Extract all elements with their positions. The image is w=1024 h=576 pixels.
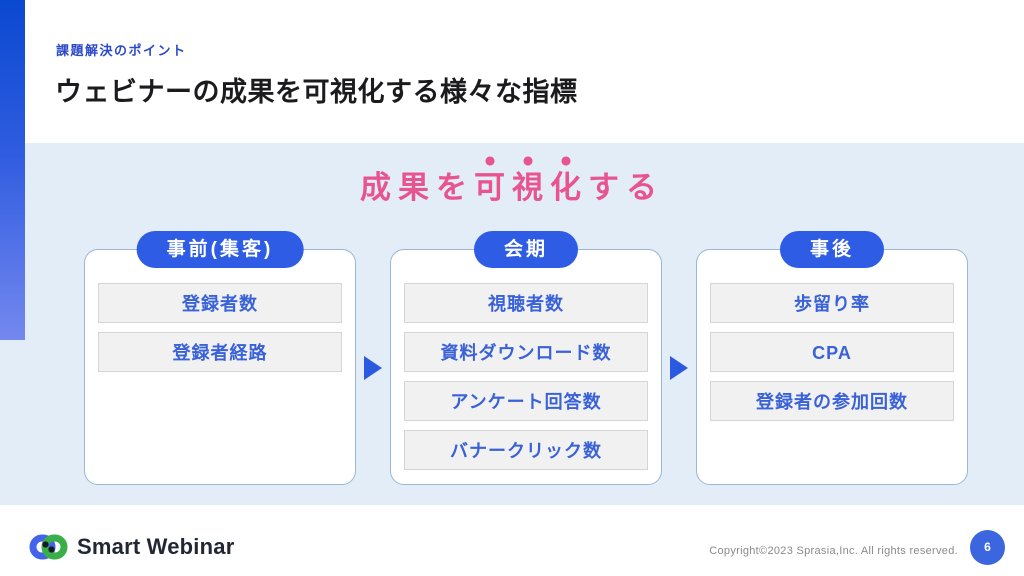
slide-eyebrow: 課題解決のポイント	[56, 43, 187, 58]
column-header-pill: 事前(集客)	[136, 231, 304, 268]
headline-part: する	[588, 170, 664, 205]
metric-box: 資料ダウンロード数	[404, 332, 648, 372]
flow-arrow-icon	[364, 356, 382, 380]
column-header-pill-label: 事後	[809, 239, 855, 260]
metric-box: 歩留り率	[710, 283, 954, 323]
metric-box: 登録者経路	[98, 332, 342, 372]
column-header-pill: 事後	[779, 231, 885, 268]
metric-box: バナークリック数	[404, 430, 648, 470]
column-card: 事後 歩留り率 CPA 登録者の参加回数	[696, 231, 968, 485]
metric-list: 視聴者数資料ダウンロード数アンケート回答数バナークリック数	[390, 249, 662, 485]
copyright-text: Copyright©2023 Sprasia,Inc. All rights r…	[709, 545, 958, 557]
page-title: ウェビナーの成果を可視化する様々な指標	[55, 77, 578, 107]
headline-part: 成果を	[360, 170, 474, 205]
column-header-pill: 会期	[473, 231, 579, 268]
metric-list: 歩留り率 CPA 登録者の参加回数	[696, 249, 968, 485]
column-header-pill-label: 事前(集客)	[166, 239, 274, 260]
flow-arrow-icon	[670, 356, 688, 380]
metric-box: 登録者数	[98, 283, 342, 323]
smart-webinar-logo: Smart Webinar	[28, 531, 234, 563]
column-card: 事前(集客) 登録者数登録者経路	[84, 231, 356, 485]
logo-text: Smart Webinar	[77, 534, 235, 559]
metric-box: アンケート回答数	[404, 381, 648, 421]
metric-box: 視聴者数	[404, 283, 648, 323]
page-number-badge: 6	[970, 530, 1005, 565]
metric-list: 登録者数登録者経路	[84, 249, 356, 485]
accent-side-bar	[0, 0, 25, 340]
column-card: 会期 視聴者数資料ダウンロード数アンケート回答数バナークリック数	[390, 231, 662, 485]
logo-icon	[28, 532, 68, 562]
metric-box: 登録者の参加回数	[710, 381, 954, 421]
headline-part-emphasized: 可視化	[474, 156, 588, 205]
metric-box: CPA	[710, 332, 954, 372]
columns: 事前(集客) 登録者数登録者経路 会期 視聴者数資料ダウンロード数アンケート回答…	[84, 231, 968, 485]
column-header-pill-label: 会期	[503, 239, 549, 260]
headline: 成果を可視化する	[0, 156, 1024, 210]
